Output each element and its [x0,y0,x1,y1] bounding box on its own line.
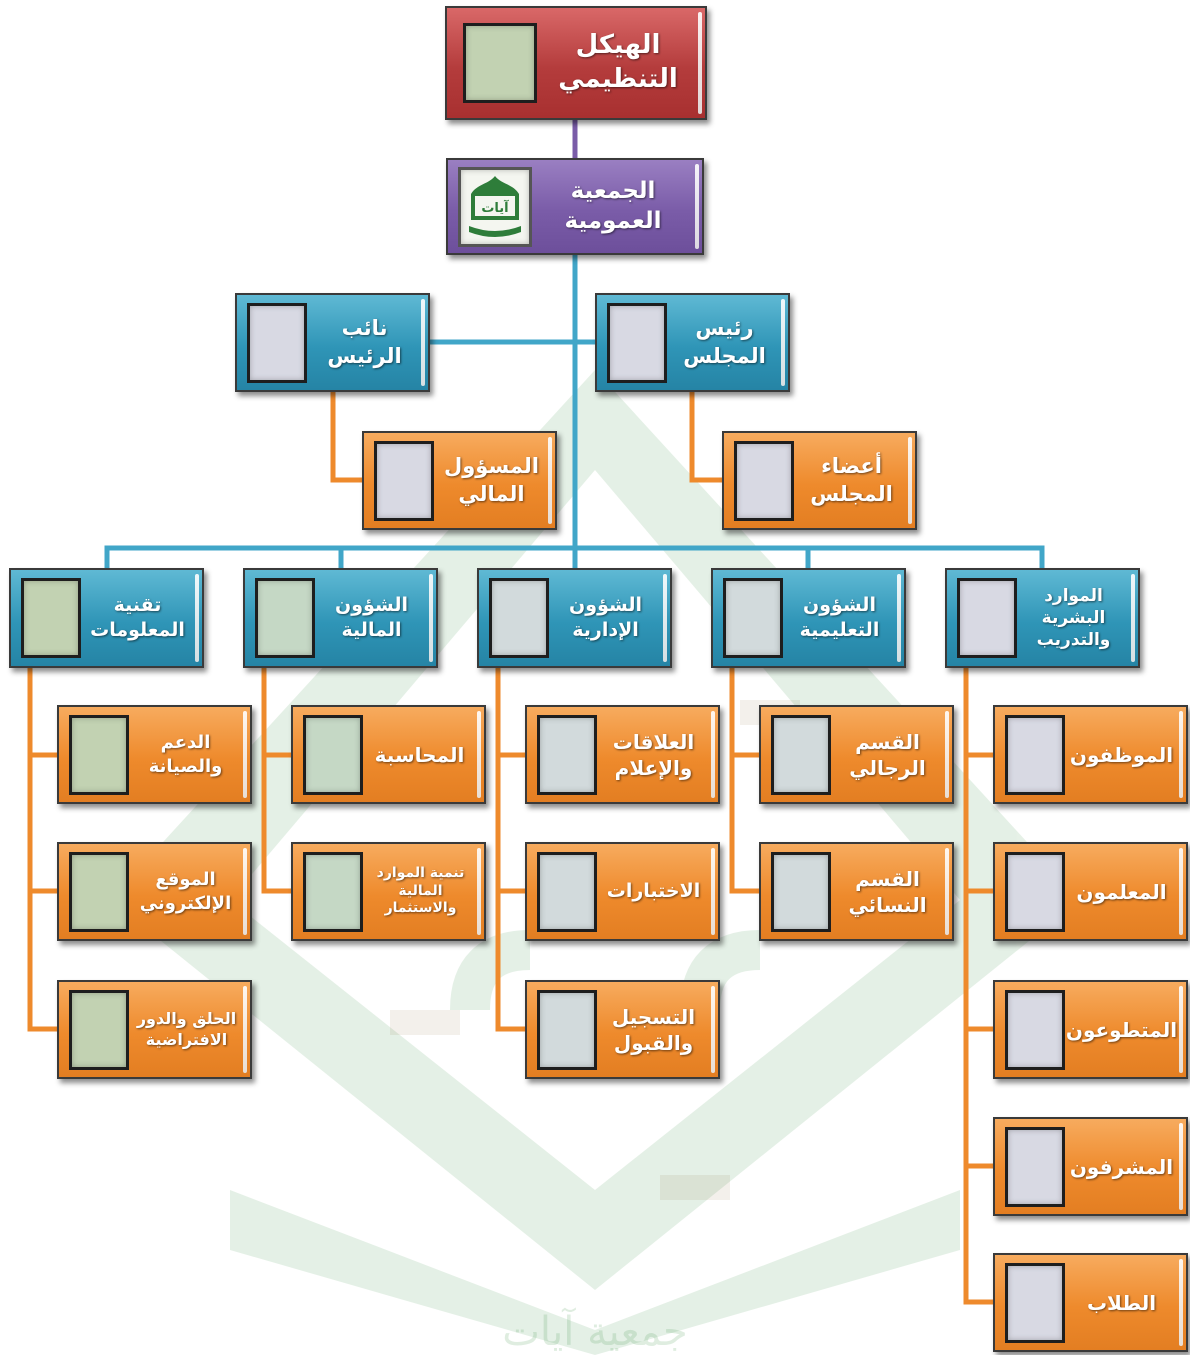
hr-volunteers-label: المتطوعون [1065,1017,1178,1042]
department-hr-photo-placeholder [957,578,1017,658]
department-finance-photo-placeholder [255,578,315,658]
it-website-photo-placeholder [69,851,129,932]
admin-exams: الاختبارات [525,842,720,941]
admin-relations-media-photo-placeholder [537,714,597,795]
watermark-banner-text: جمعية آيات [502,1307,687,1355]
fin-accounting-photo-placeholder [303,714,363,795]
department-education-photo-placeholder [723,578,783,658]
admin-exams-photo-placeholder [537,851,597,932]
hr-teachers-photo-placeholder [1005,851,1065,932]
fin-accounting: المحاسبة [291,705,486,804]
hr-volunteers-photo-placeholder [1005,989,1065,1070]
connector-chair-members [689,389,725,483]
edu-women-section-photo-placeholder [771,851,831,932]
hr-employees: الموظفون [993,705,1188,804]
edu-men-section-photo-placeholder [771,714,831,795]
hr-volunteers: المتطوعون [993,980,1188,1079]
fin-accounting-label: المحاسبة [374,742,465,767]
hr-supervisors-label: المشرفون [1069,1154,1174,1179]
vice-chairman-photo-placeholder [247,302,307,383]
assembly-logo-text: آيات [481,199,509,216]
admin-registration-photo-placeholder [537,989,597,1070]
hr-students-photo-placeholder [1005,1262,1065,1343]
assembly-logo-emblem: آيات [469,175,521,237]
title-photo-placeholder [463,23,537,103]
hr-employees-photo-placeholder [1005,714,1065,795]
department-admin-photo-placeholder [489,578,549,658]
hr-teachers-label: المعلمون [1076,879,1167,904]
hr-students-label: الطلاب [1086,1290,1157,1315]
admin-exams-label: الاختبارات [606,880,701,903]
it-support-maintenance-photo-placeholder [69,714,129,795]
connector-vice-finance [330,389,368,483]
fin-resource-development-photo-placeholder [303,851,363,932]
hr-employees-label: الموظفون [1069,742,1174,767]
it-virtual-circles-photo-placeholder [69,989,129,1070]
financial-officer-photo-placeholder [374,440,434,521]
board-members-photo-placeholder [734,440,794,521]
hr-supervisors: المشرفون [993,1117,1188,1216]
chairman-photo-placeholder [607,302,667,383]
assembly-logo: آيات [458,166,532,247]
hr-teachers: المعلمون [993,842,1188,941]
hr-supervisors-photo-placeholder [1005,1126,1065,1207]
department-it-photo-placeholder [21,578,81,658]
hr-students: الطلاب [993,1253,1188,1352]
